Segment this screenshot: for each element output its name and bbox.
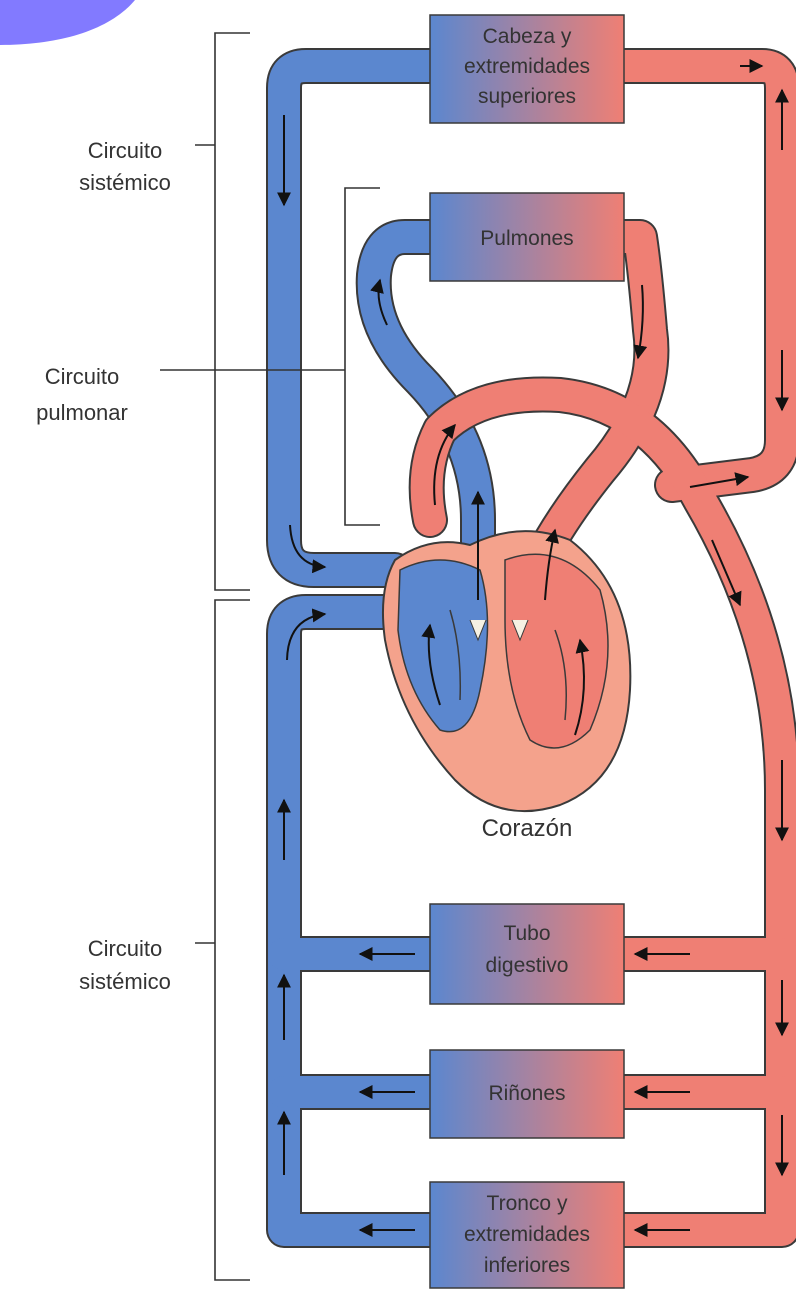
organ-digestive-line-1: Tubo <box>503 922 550 945</box>
organ-head: Cabeza y extremidades superiores <box>430 15 624 123</box>
organ-lungs: Pulmones <box>430 193 624 281</box>
corner-accent <box>0 0 135 45</box>
organ-kidneys-label: Riñones <box>488 1082 565 1105</box>
label-systemic-top-line-2: sistémico <box>79 170 171 195</box>
organ-digestive: Tubo digestivo <box>430 904 624 1004</box>
label-systemic-top-line-1: Circuito <box>88 138 163 163</box>
label-pulmonary-line-2: pulmonar <box>36 400 128 425</box>
organ-digestive-line-2: digestivo <box>486 954 569 977</box>
organ-kidneys: Riñones <box>430 1050 624 1138</box>
heart <box>383 531 630 811</box>
label-systemic-top: Circuito sistémico <box>79 138 171 195</box>
organ-lungs-label: Pulmones <box>480 227 573 250</box>
organ-trunk-line-2: extremidades <box>464 1223 590 1246</box>
label-pulmonary-line-1: Circuito <box>45 364 120 389</box>
organ-head-line-3: superiores <box>478 85 576 108</box>
organ-trunk-line-1: Tronco y <box>487 1192 568 1215</box>
organ-head-line-1: Cabeza y <box>483 25 572 48</box>
heart-label: Corazón <box>482 815 573 842</box>
label-systemic-bottom-line-2: sistémico <box>79 969 171 994</box>
label-systemic-bottom-line-1: Circuito <box>88 936 163 961</box>
label-pulmonary: Circuito pulmonar <box>36 364 128 425</box>
organ-head-line-2: extremidades <box>464 55 590 78</box>
organ-trunk: Tronco y extremidades inferiores <box>430 1182 624 1288</box>
organ-trunk-line-3: inferiores <box>484 1254 570 1277</box>
label-systemic-bottom: Circuito sistémico <box>79 936 171 994</box>
